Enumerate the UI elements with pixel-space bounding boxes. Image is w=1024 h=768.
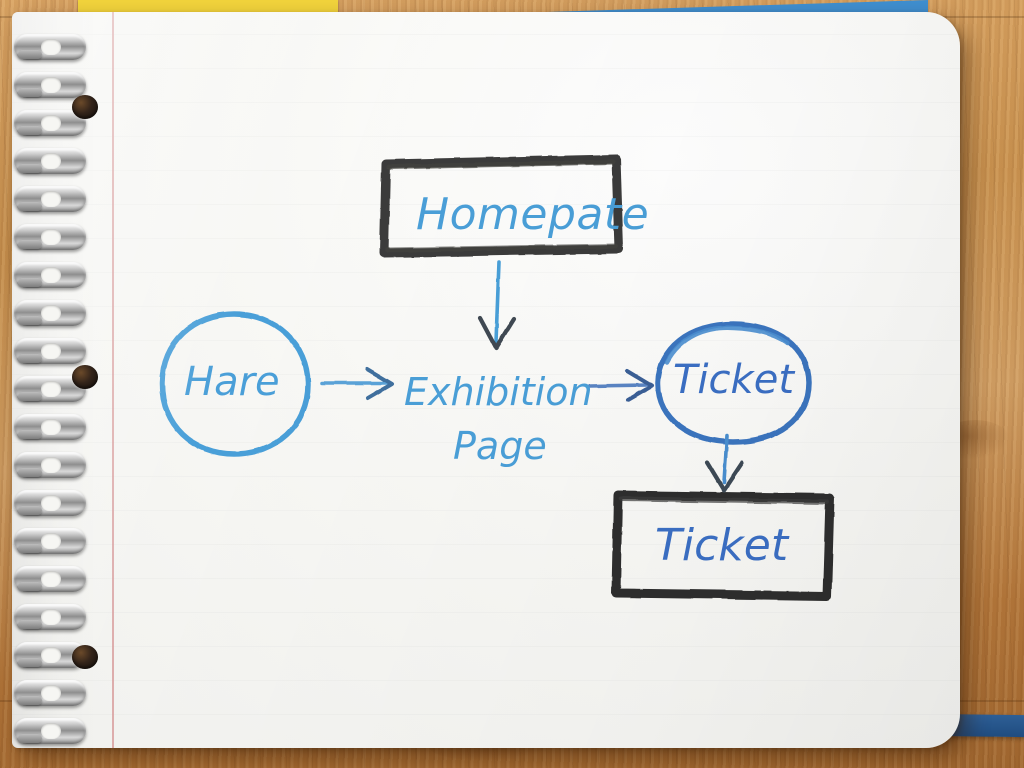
spiral-ring — [14, 528, 86, 554]
spiral-ring — [14, 224, 86, 250]
spiral-ring — [14, 718, 86, 744]
spiral-ring — [14, 72, 86, 98]
node-label-homepate: Homepate — [416, 189, 650, 240]
spiral-ring — [14, 300, 86, 326]
node-label-ticket-box: Ticket — [655, 520, 789, 571]
notebook-page: Homepate Hare Exhibition Page Ticket Tic… — [12, 12, 960, 748]
node-label-exhibition-line1: Exhibition — [404, 370, 593, 414]
edge-hare-to-exhibition — [320, 367, 394, 400]
node-label-ticket-circle: Ticket — [673, 357, 794, 403]
punch-hole — [72, 95, 98, 119]
spiral-ring — [14, 34, 86, 60]
spiral-ring — [14, 338, 86, 364]
punch-hole — [72, 645, 98, 669]
spiral-ring — [14, 566, 86, 592]
node-label-hare: Hare — [184, 359, 280, 405]
node-label-exhibition-line2: Page — [453, 424, 547, 468]
spiral-ring — [14, 148, 86, 174]
edge-homepate-to-exhibition — [477, 260, 517, 351]
spiral-ring — [14, 262, 86, 288]
spiral-ring — [14, 452, 86, 478]
spiral-ring — [14, 414, 86, 440]
edge-exhibition-to-ticket-circle — [588, 369, 654, 402]
punch-hole — [72, 365, 98, 389]
spiral-ring — [14, 680, 86, 706]
spiral-ring — [14, 604, 86, 630]
spiral-ring — [14, 186, 86, 212]
spiral-ring — [14, 490, 86, 516]
spiral-binding — [0, 0, 110, 768]
flowchart-drawing: Homepate Hare Exhibition Page Ticket Tic… — [12, 12, 960, 748]
